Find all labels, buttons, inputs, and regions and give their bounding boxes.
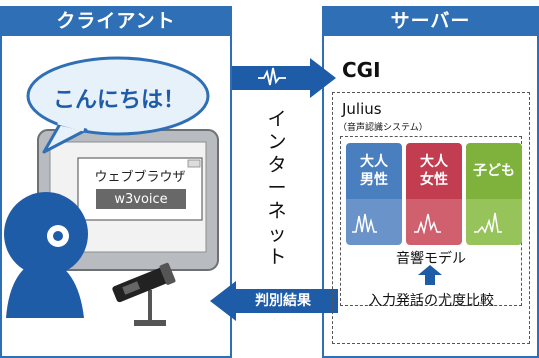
model-card-top: 大人女性 [406, 143, 462, 199]
waveform-icon [474, 212, 502, 234]
model-card-child: 子ども [466, 143, 522, 245]
server-header: サーバー [322, 6, 539, 36]
compare-arrow [418, 265, 442, 285]
person-body [6, 258, 84, 318]
model-card-top: 大人男性 [346, 143, 402, 199]
julius-subtitle: （音声認識システム） [338, 123, 428, 133]
mic-base [134, 320, 166, 326]
compare-label: 入力発話の尤度比較 [368, 293, 494, 309]
browser-titlebar-btn [187, 159, 201, 168]
model-card-top: 子ども [466, 143, 522, 199]
waveform-icon [258, 67, 286, 86]
acoustic-model-label: 音響モデル [396, 251, 466, 267]
cgi-label: CGI [342, 58, 381, 82]
browser-app: w3voice [114, 192, 168, 207]
microphone [112, 262, 176, 303]
result-arrow [210, 281, 338, 321]
result-label: 判別結果 [255, 293, 311, 309]
client-header: クライアント [0, 6, 232, 36]
request-arrow [232, 58, 336, 98]
speech-text: こんにちは！ [52, 88, 185, 113]
julius-label: Julius [342, 100, 382, 118]
waveform-icon [352, 213, 377, 233]
browser-app-box [96, 189, 186, 209]
speech-bubble [26, 56, 210, 136]
model-card-adult-female: 大人女性 [406, 143, 462, 245]
model-card-adult-male: 大人男性 [346, 143, 402, 245]
waveform-icon [414, 213, 441, 234]
browser-label: ウェブブラウザ [94, 170, 186, 185]
person-head [4, 192, 88, 276]
client-illustration [4, 56, 219, 326]
internet-label: イ ン タ ー ネ ッ ト [267, 108, 287, 268]
julius-box [332, 92, 530, 344]
